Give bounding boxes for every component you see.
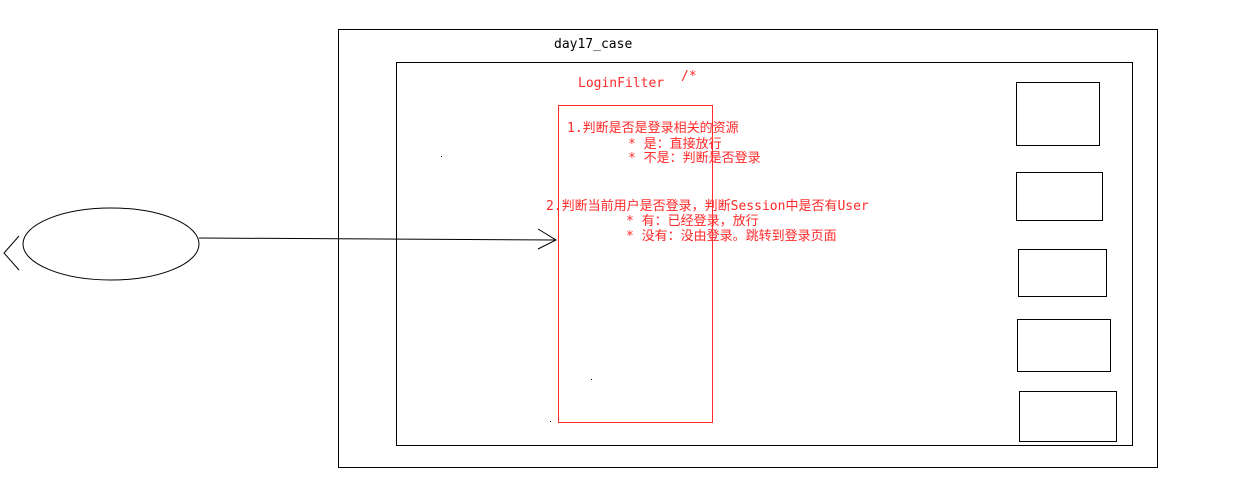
- server-box: [338, 29, 1158, 468]
- note-line-5: * 有：已经登录，放行: [626, 214, 759, 229]
- outer-title: day17_case: [554, 37, 633, 52]
- resource-box-2: [1016, 172, 1103, 221]
- note-line-4: 2.判断当前用户是否登录，判断Session中是否有User: [546, 199, 869, 214]
- filter-name: LoginFilter: [578, 76, 665, 91]
- request-arrowhead: [537, 228, 558, 250]
- resource-box-4: [1017, 319, 1111, 372]
- note-line-6: * 没有：没由登录。跳转到登录页面: [626, 229, 837, 244]
- filter-box: [558, 105, 713, 423]
- client-chevron: [3, 235, 20, 271]
- resource-box-5: [1019, 391, 1117, 442]
- note-line-2: * 是：直接放行: [628, 137, 722, 152]
- client-ellipse: [22, 207, 200, 281]
- stray-dot: [441, 156, 442, 157]
- note-line-1: 1.判断是否是登录相关的资源: [567, 121, 739, 136]
- request-arrow-line: [198, 237, 557, 241]
- resource-box-1: [1016, 82, 1100, 146]
- resource-box-3: [1018, 249, 1107, 297]
- note-line-3: * 不是：判断是否登录: [628, 151, 761, 166]
- filter-pattern: /*: [681, 69, 697, 84]
- project-box: [396, 62, 1133, 446]
- stray-dot: [550, 421, 551, 422]
- stray-dot: [591, 379, 592, 380]
